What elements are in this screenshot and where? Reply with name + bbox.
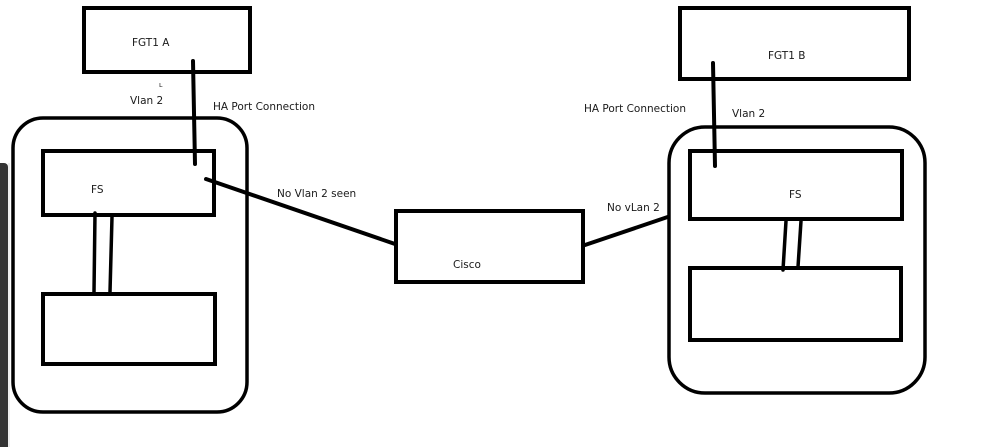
left-stack-link-2 <box>108 215 114 294</box>
right-ha-link <box>711 61 717 168</box>
left-uplink-label: No Vlan 2 seen <box>277 188 356 200</box>
left-lower-device-box[interactable] <box>41 292 217 366</box>
right-stack-link-2 <box>796 219 803 269</box>
left-fortiswitch-label: FS <box>91 184 104 196</box>
right-stack-link-1 <box>781 219 788 272</box>
left-stack-link-1 <box>92 211 97 294</box>
right-vlan-label: Vlan 2 <box>732 108 765 120</box>
cisco-switch-box[interactable] <box>394 209 585 284</box>
right-firewall-label: FGT1 B <box>768 50 805 62</box>
right-firewall-box[interactable] <box>678 6 911 81</box>
left-ha-link <box>191 59 197 166</box>
cisco-switch-label: Cisco <box>453 259 481 271</box>
right-site-group: FGT1 B FS HA Port Connection Vlan 2 <box>584 6 927 395</box>
left-fortiswitch-box[interactable] <box>41 149 216 217</box>
stray-mark: ʟ <box>159 81 163 89</box>
left-site-group: FGT1 A FS ʟ Vlan 2 HA Port Connection <box>11 6 315 414</box>
window-edge-border <box>8 163 10 447</box>
window-edge-scrollbar[interactable] <box>0 163 8 447</box>
right-fortiswitch-label: FS <box>789 189 802 201</box>
right-ha-label: HA Port Connection <box>584 103 686 115</box>
core-group: No Vlan 2 seen Cisco No vLan 2 <box>204 177 705 284</box>
right-fortiswitch-box[interactable] <box>688 149 904 221</box>
right-uplink-label: No vLan 2 <box>607 202 660 214</box>
left-firewall-label: FGT1 A <box>132 37 170 49</box>
left-firewall-box[interactable] <box>82 6 252 74</box>
left-uplink-line <box>204 177 397 246</box>
left-vlan-label: Vlan 2 <box>130 95 163 107</box>
left-ha-label: HA Port Connection <box>213 101 315 113</box>
right-lower-device-box[interactable] <box>688 266 903 342</box>
